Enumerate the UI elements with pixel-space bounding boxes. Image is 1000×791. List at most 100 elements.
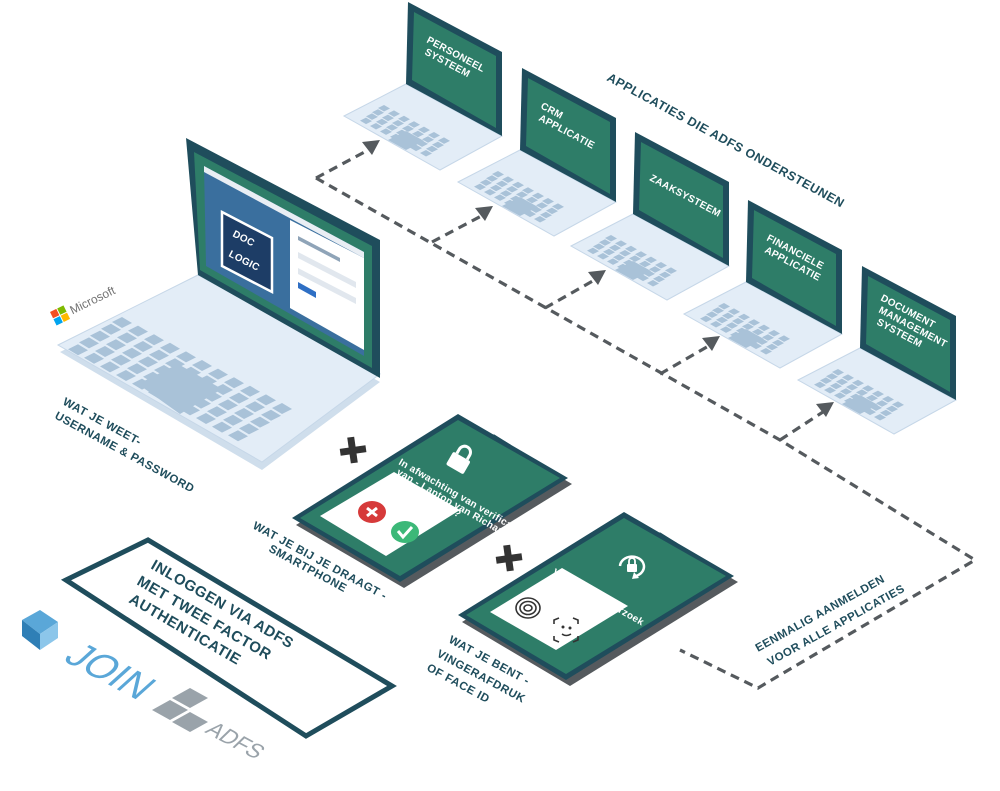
app-laptop-key (613, 254, 625, 261)
app-laptop-key (834, 392, 846, 399)
app-laptop-key (402, 125, 414, 132)
app-laptop-key (645, 256, 657, 264)
arrowhead-app-1 (362, 140, 380, 155)
app-laptop-key (412, 130, 424, 138)
app-laptop-trackpad (388, 131, 424, 150)
main-laptop-key (223, 414, 243, 426)
main-laptop-key (212, 421, 232, 433)
app-laptop-key (492, 171, 504, 178)
app-laptop-key (722, 312, 734, 320)
lock-icon (446, 444, 472, 474)
arrowhead-app-4 (702, 336, 720, 351)
app-laptop-key (593, 243, 605, 250)
app-laptop-key (500, 190, 512, 197)
main-laptop-key (272, 403, 292, 414)
app-laptop-key (872, 390, 884, 398)
main-laptop-key (176, 351, 196, 363)
app-laptop-key (366, 113, 378, 120)
app-laptop-key (758, 324, 770, 332)
main-laptop-key (207, 406, 227, 418)
app-laptop-key (597, 253, 609, 260)
app-laptop-key (866, 394, 878, 402)
app-laptop-key (494, 194, 506, 201)
main-laptop-key (106, 339, 126, 351)
app-laptop-key (420, 150, 432, 157)
sign-in-button (298, 282, 316, 298)
adfs-logo-tile-3 (172, 712, 208, 732)
app-laptop-key (609, 244, 621, 252)
app-laptop-key (506, 186, 518, 193)
app-laptop-key (836, 378, 848, 386)
doc-logic-logo (220, 209, 274, 295)
app-laptop-key (546, 207, 558, 215)
app-laptop-key (830, 382, 842, 390)
join-wordmark: JOIN (55, 636, 165, 707)
app-laptop-key (603, 248, 615, 256)
app-laptop-key (382, 114, 394, 122)
join-logo-mark-left (22, 620, 40, 650)
app-laptop-key (738, 313, 750, 321)
app-laptop-trackpad (615, 261, 651, 280)
main-laptop-key (218, 399, 238, 411)
app-laptop-key (534, 216, 546, 223)
main-laptop-key (138, 356, 158, 368)
app-laptop-trackpad (842, 395, 878, 414)
microsoft-wordmark: Microsoft (68, 283, 118, 317)
app-laptop-key (516, 191, 528, 198)
app-laptop-key (892, 401, 904, 408)
app-laptop-key (852, 379, 864, 387)
app-laptop-key (876, 400, 888, 407)
login-panel-title (298, 236, 340, 262)
app-laptop-key (659, 271, 671, 279)
app-laptop-key (376, 118, 388, 126)
app-laptop-key (760, 348, 772, 355)
app-laptop-key (599, 239, 611, 246)
app-laptop-key (700, 315, 712, 323)
app-laptop-key (398, 115, 410, 123)
arrowhead-app-2 (475, 206, 493, 221)
connector-to-app-1 (315, 146, 373, 180)
app-laptop-key (706, 311, 718, 318)
app-laptop-key (665, 267, 677, 274)
main-laptop-key (79, 337, 99, 349)
password-field (298, 268, 356, 304)
main-laptop-key (160, 342, 180, 354)
approve-button[interactable] (391, 521, 419, 543)
app-laptop-key (615, 240, 627, 247)
app-laptop-key (625, 245, 637, 253)
app-laptop-screen (866, 276, 950, 392)
app-laptop-key (880, 409, 892, 417)
app-laptop-key (512, 181, 524, 189)
smartphone-approval: In afwachting van verificatie van - Lapt… (292, 414, 572, 588)
app-laptop-screen (412, 12, 496, 128)
app-laptop-key (422, 136, 434, 143)
app-laptop-key (832, 369, 844, 376)
app-laptop-key (484, 189, 496, 196)
main-laptop-key (234, 408, 254, 419)
app-laptop-key (392, 120, 404, 127)
join-logo-mark-right (40, 622, 58, 650)
main-laptop-key (250, 416, 270, 428)
app-laptop-key (532, 192, 544, 200)
main-laptop-trackpad (138, 364, 222, 414)
app-laptop-key (886, 405, 898, 413)
username-field (298, 252, 356, 288)
main-laptop-key (90, 330, 110, 342)
main-laptop-key (84, 352, 104, 364)
main-laptop-key (192, 360, 212, 371)
main-laptop-key (100, 361, 120, 373)
app-laptop-key (540, 211, 552, 219)
app-laptop-key (718, 303, 730, 310)
app-laptop-key (768, 330, 780, 337)
app-laptop-key (882, 396, 894, 403)
microsoft-tile-yellow (60, 312, 71, 322)
adfs-wordmark: ADFS (200, 718, 270, 763)
arrowhead-app-5 (816, 402, 834, 417)
app-laptop-key (428, 132, 440, 139)
app-laptop-key (370, 123, 382, 130)
app-laptop-key (856, 389, 868, 396)
app-laptop-key (432, 141, 444, 149)
refresh-lock-icon (618, 555, 646, 579)
